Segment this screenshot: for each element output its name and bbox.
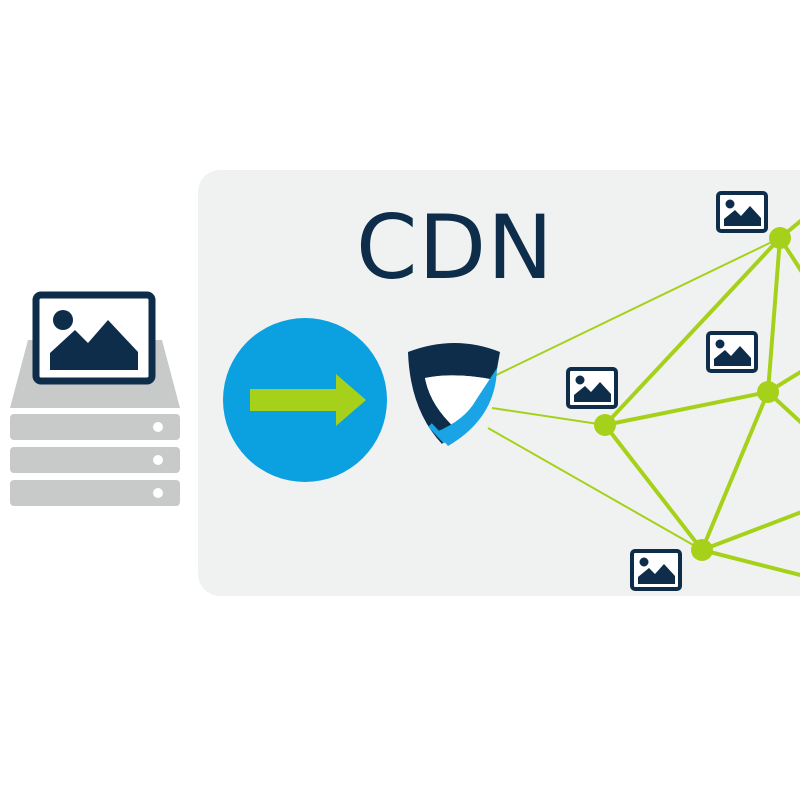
server-unit <box>10 414 180 440</box>
network-edges <box>487 218 800 577</box>
server-led-icon <box>153 455 163 465</box>
network-node <box>757 381 779 403</box>
edge-image-icon <box>566 367 618 409</box>
server-unit <box>10 447 180 473</box>
server-led-icon <box>153 422 163 432</box>
network-node <box>769 227 791 249</box>
edge-image-icon <box>630 549 682 591</box>
network-node <box>691 539 713 561</box>
cdn-title: CDN <box>355 196 555 299</box>
origin-image-icon <box>32 291 156 385</box>
shield-icon <box>408 343 500 446</box>
network-nodes <box>594 227 791 561</box>
edge-image-icon <box>706 331 758 373</box>
arrow-right-icon <box>223 318 387 482</box>
edge-image-icon <box>716 191 768 233</box>
server-led-icon <box>153 488 163 498</box>
network-node <box>594 414 616 436</box>
server-unit <box>10 480 180 506</box>
